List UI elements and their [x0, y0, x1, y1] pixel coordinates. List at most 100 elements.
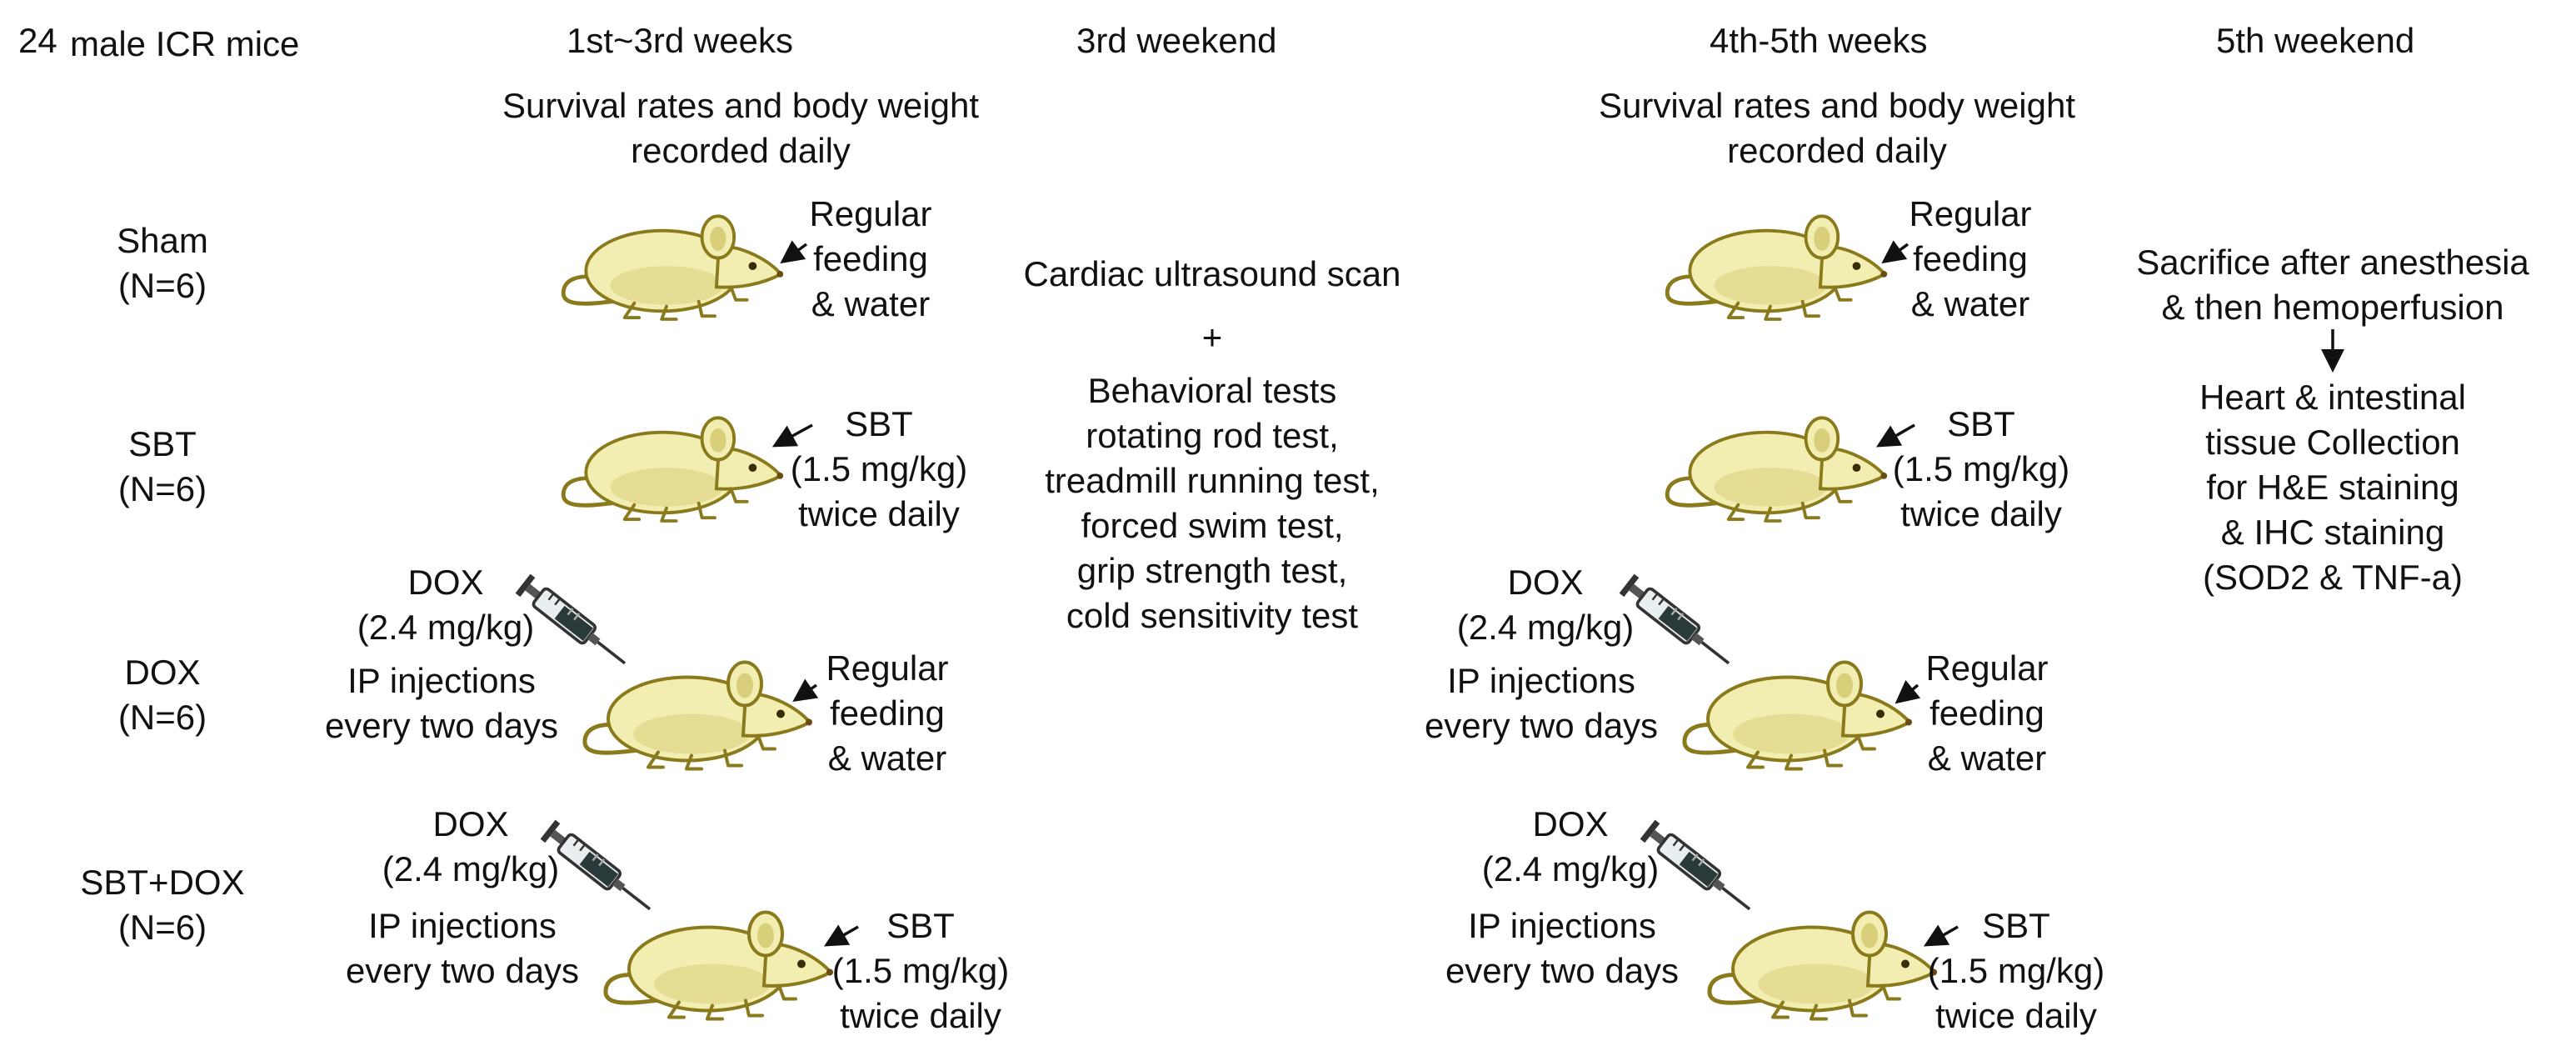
arrow-sbt-phase2	[1875, 423, 1915, 448]
group-label-sbt: SBT (N=6)	[62, 422, 262, 512]
treatment-line: twice daily	[840, 996, 1001, 1035]
treatment-sbt-sbt-phase2: SBT (1.5 mg/kg) twice daily	[1873, 402, 2089, 537]
test-line: treadmill running test,	[1045, 461, 1380, 500]
treatment-line: feeding	[830, 693, 945, 733]
treatment-line: feeding	[1913, 239, 2028, 278]
collection-line: for H&E staining	[2206, 468, 2459, 507]
sacrifice-line: Sacrifice after anesthesia	[2136, 243, 2529, 282]
group-name: Sham	[117, 221, 208, 260]
treatment-line: every two days	[1445, 951, 1680, 990]
record-note-second: Survival rates and body weight recorded …	[1566, 83, 2108, 173]
plus-sign: +	[1201, 318, 1223, 357]
treatment-line: (1.5 mg/kg)	[831, 951, 1010, 990]
treatment-line: twice daily	[1900, 494, 2062, 533]
arrow-sbtdox-phase2	[1923, 924, 1959, 947]
treatment-line: (1.5 mg/kg)	[790, 449, 968, 488]
treatment-line: SBT	[1947, 404, 2015, 443]
treatment-line: IP injections	[1447, 661, 1635, 700]
treatment-regular-dox-phase2: Regular feeding & water	[1912, 646, 2062, 781]
treatment-dox-schedule-sbtdox-phase2: IP injections every two days	[1420, 903, 1704, 993]
treatment-line: (2.4 mg/kg)	[1456, 608, 1635, 647]
test-line: rotating rod test,	[1086, 416, 1339, 455]
treatment-line: DOX	[407, 563, 484, 602]
treatment-line: & water	[811, 284, 931, 323]
treatment-line: (2.4 mg/kg)	[1481, 849, 1660, 888]
treatment-dox-schedule-dox-phase2: IP injections every two days	[1400, 658, 1683, 748]
ultrasound-label: Cardiac ultrasound scan	[1023, 254, 1401, 293]
treatment-line: DOX	[432, 804, 509, 843]
arrow-dox-phase2	[1895, 679, 1921, 704]
treatment-dox-dose-dox-phase2: DOX (2.4 mg/kg)	[1408, 560, 1683, 650]
treatment-line: (2.4 mg/kg)	[382, 849, 560, 888]
arrow-sbt-phase1	[771, 423, 813, 448]
treatment-line: twice daily	[1935, 996, 2097, 1035]
treatment-line: Regular	[1909, 194, 2032, 233]
treatment-line: & water	[1927, 738, 2047, 778]
treatment-line: IP injections	[347, 661, 536, 700]
test-line: cold sensitivity test	[1066, 596, 1359, 635]
group-name: DOX	[124, 653, 201, 692]
period-weeks-4-5: 4th-5th weeks	[1710, 21, 1928, 60]
treatment-regular-sham-phase2: Regular feeding & water	[1895, 192, 2045, 327]
treatment-dox-schedule-sbtdox-phase1: IP injections every two days	[321, 903, 604, 993]
arrow-sham-phase2	[1881, 240, 1910, 264]
group-n: (N=6)	[117, 698, 207, 737]
record-note-line1: Survival rates and body weight	[1599, 86, 2075, 125]
group-name: SBT+DOX	[80, 863, 245, 902]
treatment-dox-dose-sbtdox-phase2: DOX (2.4 mg/kg)	[1433, 802, 1708, 892]
treatment-regular-sham-phase1: Regular feeding & water	[796, 192, 946, 327]
arrow-sham-phase1	[780, 240, 808, 264]
treatment-line: SBT	[886, 906, 955, 945]
collection-line: & IHC staining	[2220, 513, 2445, 552]
collection-line: tissue Collection	[2205, 423, 2460, 462]
treatment-sbt-sbtdox-phase1: SBT (1.5 mg/kg) twice daily	[812, 903, 1029, 1038]
treatment-line: (2.4 mg/kg)	[357, 608, 535, 647]
arrow-sbtdox-phase1	[823, 924, 859, 947]
sacrifice-note: Sacrifice after anesthesia & then hemope…	[2099, 240, 2566, 330]
tissue-collection-note: Heart & intestinal tissue Collection for…	[2133, 375, 2533, 600]
test-line: grip strength test,	[1076, 551, 1348, 590]
group-label-sbt-dox: SBT+DOX (N=6)	[42, 860, 283, 950]
record-note-line1: Survival rates and body weight	[502, 86, 979, 125]
treatment-line: (1.5 mg/kg)	[1927, 951, 2105, 990]
collection-line: (SOD2 & TNF-a)	[2203, 558, 2463, 597]
treatment-line: Regular	[826, 648, 949, 688]
treatment-line: SBT	[845, 404, 913, 443]
treatment-sbt-sbtdox-phase2: SBT (1.5 mg/kg) twice daily	[1908, 903, 2124, 1038]
treatment-line: Regular	[1925, 648, 2049, 688]
period-weekend-3: 3rd weekend	[1076, 21, 1277, 60]
treatment-dox-schedule-dox-phase1: IP injections every two days	[300, 658, 583, 748]
record-note-line2: recorded daily	[631, 131, 851, 170]
treatment-line: every two days	[324, 706, 559, 745]
treatment-line: DOX	[1507, 563, 1584, 602]
treatment-line: twice daily	[798, 494, 960, 533]
treatment-line: DOX	[1532, 804, 1609, 843]
treatment-line: (1.5 mg/kg)	[1892, 449, 2070, 488]
treatment-dox-dose-sbtdox-phase1: DOX (2.4 mg/kg)	[333, 802, 608, 892]
record-note-first: Survival rates and body weight recorded …	[470, 83, 1011, 173]
collection-line: Heart & intestinal	[2199, 378, 2466, 417]
group-n: (N=6)	[117, 266, 207, 305]
treatment-line: every two days	[345, 951, 580, 990]
group-name: SBT	[128, 424, 197, 463]
treatment-line: IP injections	[1468, 906, 1656, 945]
treatment-regular-dox-phase1: Regular feeding & water	[812, 646, 962, 781]
group-n: (N=6)	[117, 469, 207, 508]
treatment-dox-dose-dox-phase1: DOX (2.4 mg/kg)	[308, 560, 583, 650]
cohort-label: male ICR mice	[70, 24, 300, 63]
treatment-line: Regular	[809, 194, 932, 233]
test-line: Behavioral tests	[1087, 371, 1337, 410]
treatment-line: & water	[1910, 284, 2030, 323]
period-weekend-5: 5th weekend	[2216, 21, 2415, 60]
treatment-line: & water	[827, 738, 947, 778]
treatment-line: IP injections	[368, 906, 557, 945]
group-label-sham: Sham (N=6)	[62, 218, 262, 308]
period-weeks-1-3: 1st~3rd weeks	[567, 21, 793, 60]
group-n: (N=6)	[117, 908, 207, 947]
treatment-sbt-sbt-phase1: SBT (1.5 mg/kg) twice daily	[771, 402, 987, 537]
treatment-line: feeding	[813, 239, 928, 278]
arrow-dox-phase1	[792, 678, 819, 702]
treatment-line: every two days	[1424, 706, 1659, 745]
behavioral-tests: Behavioral tests rotating rod test, trea…	[983, 368, 1441, 638]
